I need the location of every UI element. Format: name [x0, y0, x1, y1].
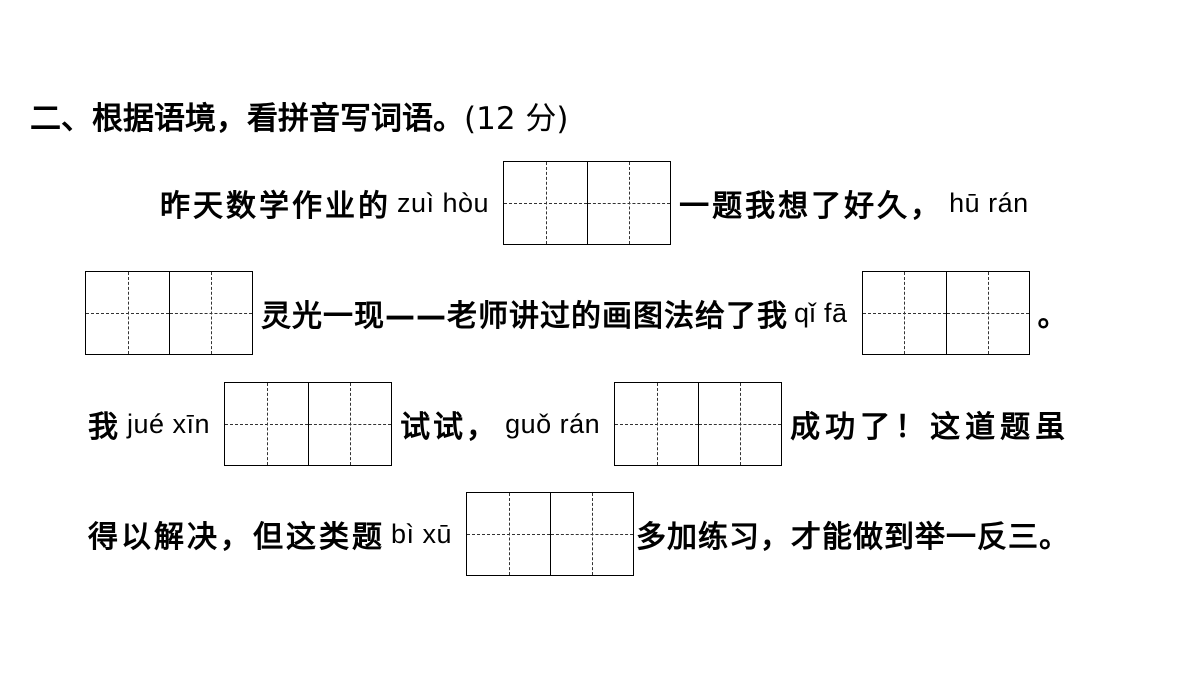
pinyin-label: zuì hòu	[397, 187, 490, 218]
passage-text: 一题我想了好久，	[679, 189, 944, 224]
pinyin-label: jué xīn	[127, 408, 211, 439]
passage-text: 灵光一现——老师讲过的画图法给了我	[261, 299, 788, 334]
answer-grid-bixu[interactable]	[466, 492, 635, 576]
heading-text: 二、根据语境，看拼音写词语。	[30, 101, 464, 137]
passage-line-1: 昨天数学作业的 zuì hòu 一题我想了好久， hū rán	[160, 161, 1035, 245]
passage-text: 成功了！这道题虽	[790, 410, 1071, 445]
passage-text: 我	[88, 410, 121, 445]
passage-line-2: 灵光一现——老师讲过的画图法给了我 qǐ fā 。	[77, 271, 1071, 355]
passage-text: 试试，	[400, 410, 500, 445]
pinyin-label: guǒ rán	[505, 408, 601, 439]
answer-grid-juexin[interactable]	[224, 382, 393, 466]
score-label: (12 分)	[464, 101, 569, 137]
answer-grid-guoran[interactable]	[614, 382, 783, 466]
pinyin-label: bì xū	[391, 518, 453, 549]
answer-grid-huran[interactable]	[85, 271, 253, 355]
passage-text: 得以解决，但这类题	[88, 520, 385, 555]
pinyin-label: qǐ fā	[794, 297, 848, 328]
pinyin-label: hū rán	[949, 187, 1029, 218]
passage-text: 。	[1037, 299, 1071, 334]
answer-grid-zuihou[interactable]	[503, 161, 672, 245]
answer-grid-qifa[interactable]	[861, 271, 1030, 355]
passage-line-3: 我 jué xīn 试试， guǒ rán 成功了！这道题虽	[88, 382, 1070, 466]
passage-line-4: 得以解决，但这类题 bì xū 多加练习，才能做到举一反三。	[88, 492, 1070, 576]
question-heading: 二、根据语境，看拼音写词语。 (12 分)	[30, 93, 569, 138]
passage-text: 昨天数学作业的	[160, 189, 391, 224]
passage-text: 多加练习，才能做到举一反三。	[636, 520, 1071, 555]
